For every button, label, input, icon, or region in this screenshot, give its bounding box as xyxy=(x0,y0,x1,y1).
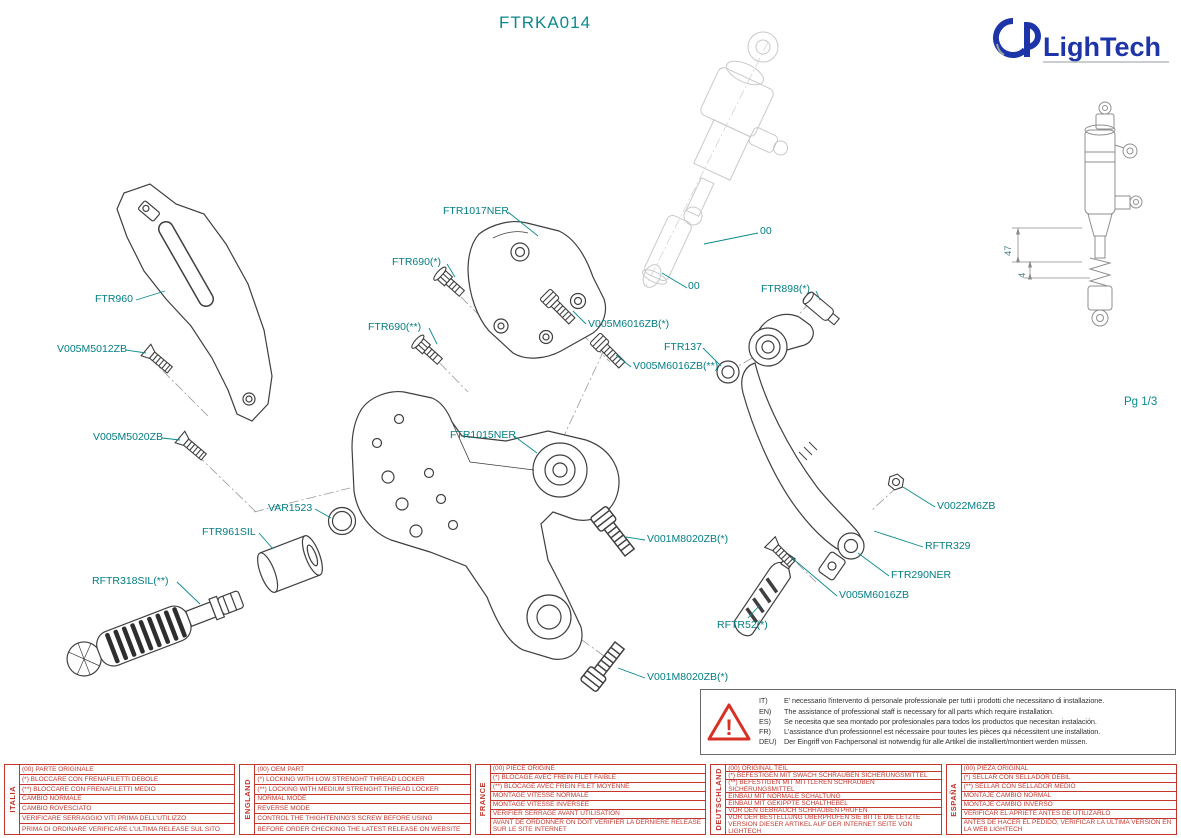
part-label-rftr52: RFTR52(*) xyxy=(717,619,768,631)
legend-row: REVERSE MODE xyxy=(255,804,470,815)
warning-line-it: IT) E' necessario l'intervento di person… xyxy=(759,696,1105,706)
legend-row: MONTAGE VITESSE NORMALE xyxy=(490,792,706,801)
part-label-var1523: VAR1523 xyxy=(268,502,313,514)
legend-row: VOR DEN GEBRAUCH SCHRAUBEN PRÜFEN xyxy=(726,808,941,816)
part-label-ftr961sil: FTR961SIL xyxy=(202,526,256,538)
warning-line-fr: FR) L'assistance d'un professionnel est … xyxy=(759,727,1101,737)
legend-row: PRIMA DI ORDINARE VERIFICARE L'ULTIMA RE… xyxy=(22,825,220,833)
brake-lever-drawing xyxy=(716,313,865,581)
legend-row: (**) BEFESTIGEN MIT MITTLEREN SCHRAUBEN … xyxy=(726,780,941,794)
part-label-v005m5020zb: V005M5020ZB xyxy=(93,431,164,443)
legend-language-france: FRANCE xyxy=(478,782,488,817)
lightech-logo-text: LighTech xyxy=(1043,32,1161,62)
legend-row: (00) OEM PART xyxy=(255,765,470,775)
part-label-rftr318sil: RFTR318SIL(**) xyxy=(92,575,169,587)
legend-table-espana: ESPAÑA (00) PIEZA ORIGINAL (*) SELLAR CO… xyxy=(945,764,1178,835)
part-label-ftr690-a: FTR690(*) xyxy=(392,256,442,268)
legend-row: EINBAU MIT GEKIPPTE SCHALTHEBEL xyxy=(726,800,941,808)
legend-row: (00) ORIGINAL TEIL xyxy=(726,765,941,773)
legend-row: (*) BLOCAGE AVEC FREIN FILET FAIBLE xyxy=(490,774,706,783)
warning-text: IT) E' necessario l'intervento di person… xyxy=(759,696,1170,747)
legend-language-italia: ITALIA xyxy=(7,786,17,813)
legend-row: VERIFIER SERRAGE AVANT UTILISATION xyxy=(490,810,706,819)
legend-row: (*) SELLAR CON SELLADOR DEBIL xyxy=(961,774,1177,783)
drawing-title: FTRKA014 xyxy=(498,13,592,32)
heel-guard-drawing xyxy=(116,183,273,422)
footer-legend: ITALIA (00) PARTE ORIGINALE (*) BLOCCARE… xyxy=(4,764,1178,835)
legend-row: CAMBIO NORMALE xyxy=(20,795,235,805)
roller-drawing xyxy=(257,535,323,593)
ghost-master-cylinder-drawing xyxy=(642,31,789,288)
shift-bracket-drawing xyxy=(467,221,607,359)
part-label-v005m5012zb: V005M5012ZB xyxy=(57,343,128,355)
legend-row: (00) PIECE ORIGINE xyxy=(490,765,706,774)
part-label-ftr898: FTR898(*) xyxy=(761,283,811,295)
legend-row: VOR DER BESTELLUNG ÜBERPRÜFEN SIE BITTE … xyxy=(728,815,921,834)
legend-row: (00) PARTE ORIGINALE xyxy=(20,765,235,775)
svg-text:!: ! xyxy=(725,715,732,740)
legend-row: EINBAU MIT NORMALE SCHALTUNG xyxy=(726,793,941,801)
dimension-lines xyxy=(1012,227,1090,280)
legend-row: (**) LOCKING WITH MEDIUM STRENGHT THREAD… xyxy=(255,785,470,795)
legend-language-espana: ESPAÑA xyxy=(949,782,959,817)
warning-line-deu: DEU) Der Eingriff von Fachpersonal ist n… xyxy=(759,737,1088,747)
oring-drawing xyxy=(327,506,357,536)
legend-language-england: ENGLAND xyxy=(242,779,252,820)
legend-row: CONTROL THE THIGHTENING'S SCREW BEFORE U… xyxy=(255,814,470,825)
part-label-ftr1015ner: FTR1015NER xyxy=(450,429,516,441)
legend-row: (**) SELLAR CON SELLADOR MEDIO xyxy=(961,783,1177,792)
part-label-oem-top: 00 xyxy=(760,225,772,237)
part-label-v001m8020zb-b: V001M8020ZB(*) xyxy=(647,671,729,683)
part-label-oem-left: 00 xyxy=(688,280,700,292)
page-number: Pg 1/3 xyxy=(1124,396,1158,408)
legend-row: VERIFICAR EL APRIETE ANTES DE UTILIZARLO xyxy=(961,810,1177,819)
legend-row: CAMBIO ROVESCIATO xyxy=(20,804,235,815)
main-bracket-drawing xyxy=(351,391,620,660)
rear-master-cylinder-drawing xyxy=(1084,101,1143,327)
legend-row: AVANT DE ORDONNER ON DOIT VERIFIER LA DE… xyxy=(492,819,702,834)
part-label-ftr1017ner: FTR1017NER xyxy=(443,205,509,217)
lightech-logo-mark xyxy=(992,17,1041,58)
legend-row: (*) BEFESTIGEN MIT SWACH SCHRAUBEN SICHE… xyxy=(726,772,941,780)
legend-table-italia: ITALIA (00) PARTE ORIGINALE (*) BLOCCARE… xyxy=(4,764,236,835)
dimension-label-47: 47 xyxy=(1003,245,1014,256)
legend-row: MONTAJE CAMBIO INVERSO xyxy=(961,801,1177,810)
part-label-ftr137: FTR137 xyxy=(664,341,702,353)
legend-row: NORMAL MODE xyxy=(255,795,470,805)
part-label-v0022m6zb: V0022M6ZB xyxy=(937,500,996,512)
legend-row: (*) BLOCCARE CON FRENAFILETTI DEBOLE xyxy=(20,775,235,785)
part-label-v001m8020zb-a: V001M8020ZB(*) xyxy=(647,533,729,545)
legend-row: BEFORE ORDER CHECKING THE LATEST RELEASE… xyxy=(257,825,461,833)
legend-row: (**) BLOCAGE AVEC FREIN FILET MOYENNE xyxy=(490,783,706,792)
legend-row: (*) LOCKING WITH LOW STRENGHT THREAD LOC… xyxy=(255,775,470,785)
legend-row: MONTAJE CAMBIO NORMAL xyxy=(961,792,1177,801)
dimension-label-4: 4 xyxy=(1017,272,1028,278)
legend-table-england: ENGLAND (00) OEM PART (*) LOCKING WITH L… xyxy=(239,764,471,835)
warning-triangle-icon: ! xyxy=(707,703,751,741)
fasteners-drawing xyxy=(140,264,905,693)
warning-box: ! IT) E' necessario l'intervento di pers… xyxy=(700,689,1176,755)
legend-row: ANTES DE HACER EL PEDIDO, VERIFICAR LA U… xyxy=(963,819,1172,834)
leader-lines xyxy=(125,211,936,679)
part-label-rftr329: RFTR329 xyxy=(925,540,971,552)
legend-row: MONTAGE VITESSE INVERSEE xyxy=(490,801,706,810)
legend-language-deutschland: DEUTSCHLAND xyxy=(713,768,723,831)
legend-table-france: FRANCE (00) PIECE ORIGINE (*) BLOCAGE AV… xyxy=(474,764,707,835)
part-label-ftr960: FTR960 xyxy=(95,293,133,305)
part-label-v005m6016zb-a: V005M6016ZB(*) xyxy=(588,318,670,330)
part-label-v005m6016zb-b: V005M6016ZB(**) xyxy=(633,360,719,372)
legend-row: (**) BLOCCARE CON FRENAFILETTI MEDIO xyxy=(20,785,235,795)
legend-row: VERIFICARE SERRAGGIO VITI PRIMA DELL'UTI… xyxy=(20,814,235,825)
warning-line-es: ES) Se necesita que sea montado por prof… xyxy=(759,716,1097,726)
part-label-ftr290ner: FTR290NER xyxy=(891,569,952,581)
part-label-ftr690-b: FTR690(**) xyxy=(368,321,422,333)
part-label-v005m6016zb-c: V005M6016ZB xyxy=(839,589,910,601)
legend-row: (00) PIEZA ORIGINAL xyxy=(961,765,1177,774)
lightech-logo: LighTech xyxy=(983,12,1179,76)
legend-table-deutschland: DEUTSCHLAND (00) ORIGINAL TEIL (*) BEFES… xyxy=(710,764,942,835)
folding-peg-drawing xyxy=(66,590,244,677)
warning-line-en: EN) The assistance of professional staff… xyxy=(759,706,1054,716)
